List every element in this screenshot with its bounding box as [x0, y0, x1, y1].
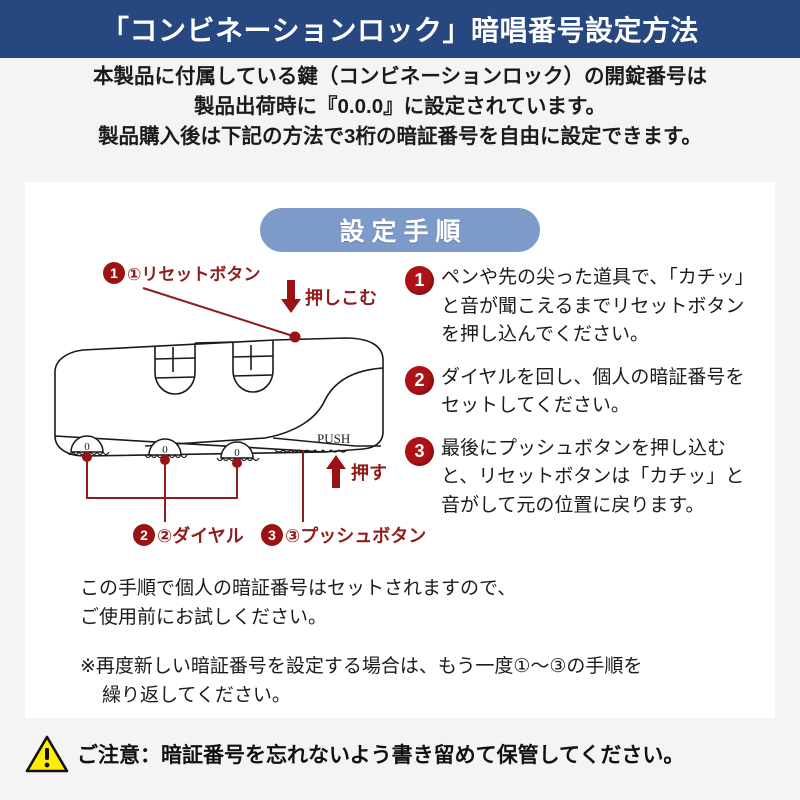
step-item: 3 最後にプッシュボタンを押し込むと、リセットボタンは「カチッ」と音がして元の位…	[405, 435, 770, 521]
closing-text: この手順で個人の暗証番号はセットされますので、 ご使用前にお試しください。 ※再…	[80, 574, 740, 710]
step-item: 1 ペンや先の尖った道具で、「カチッ」と音が聞こえるまでリセットボタンを押し込ん…	[405, 264, 770, 350]
lock-diagram: PUSH 0 0	[25, 260, 426, 550]
step-text: ペンや先の尖った道具で、「カチッ」と音が聞こえるまでリセットボタンを押し込んでく…	[441, 267, 754, 345]
callout-press: 押す	[325, 455, 387, 489]
intro-line-1: 本製品に付属している鍵（コンビネーションロック）の開錠番号は	[93, 65, 707, 88]
callout-push-button: 3 ③プッシュボタン	[261, 522, 426, 548]
closing-line-2: ご使用前にお試しください。	[80, 607, 328, 628]
warning-text: ご注意：暗証番号を忘れないよう書き留めて保管してください。	[77, 744, 685, 767]
step-number-badge: 2	[405, 365, 434, 395]
step-number-badge: 3	[405, 436, 434, 466]
intro-paragraph: 本製品に付属している鍵（コンビネーションロック）の開錠番号は 製品出荷時に『0.…	[0, 62, 800, 152]
content-card: 設定手順	[25, 182, 775, 718]
callout-dial: 2 ②ダイヤル	[133, 522, 244, 548]
callout-reset-button: 1 ①リセットボタン	[103, 260, 260, 285]
callout-reset-button-label: ①リセットボタン	[127, 265, 261, 284]
callout-push-button-label: ③プッシュボタン	[285, 526, 427, 546]
callout-push-in: 押しこむ	[280, 280, 377, 314]
callout-dial-label: ②ダイヤル	[157, 526, 244, 546]
closing-line-1: この手順で個人の暗証番号はセットされますので、	[80, 578, 517, 599]
step-text: ダイヤルを回し、個人の暗証番号をセットしてください。	[441, 366, 745, 417]
lock-push-label: PUSH	[317, 431, 350, 446]
step-number-badge: 1	[405, 266, 434, 295]
section-heading-pill: 設定手順	[260, 208, 540, 252]
dial-value-2: 0	[162, 444, 168, 456]
step-text: 最後にプッシュボタンを押し込むと、リセットボタンは「カチッ」と音がして元の位置に…	[441, 437, 745, 516]
dial-value-3: 0	[234, 447, 240, 459]
dial-value-1: 0	[84, 441, 90, 453]
step-item: 2 ダイヤルを回し、個人の暗証番号をセットしてください。	[405, 364, 770, 421]
intro-line-2: 製品出荷時に『0.0.0』に設定されています。	[194, 95, 606, 118]
arrow-down-icon	[281, 280, 301, 313]
arrow-up-icon	[326, 455, 346, 488]
warning-bar: ご注意：暗証番号を忘れないよう書き留めて保管してください。	[25, 730, 775, 778]
section-heading-label: 設定手順	[339, 218, 468, 246]
header-banner: 「コンビネーションロック」暗唱番号設定方法	[0, 0, 800, 58]
closing-note-line-2: 繰り返してください。	[102, 685, 291, 706]
intro-line-3: 製品購入後は下記の方法で3桁の暗証番号を自由に設定できます。	[98, 125, 702, 148]
page-title: 「コンビネーションロック」暗唱番号設定方法	[101, 15, 699, 46]
steps-list: 1 ペンや先の尖った道具で、「カチッ」と音が聞こえるまでリセットボタンを押し込ん…	[405, 264, 770, 534]
warning-triangle-icon	[25, 735, 69, 773]
closing-note-line-1: ※再度新しい暗証番号を設定する場合は、もう一度①〜③の手順を	[80, 656, 643, 677]
callout-press-label: 押す	[351, 463, 387, 483]
callout-push-in-label: 押しこむ	[305, 288, 377, 308]
